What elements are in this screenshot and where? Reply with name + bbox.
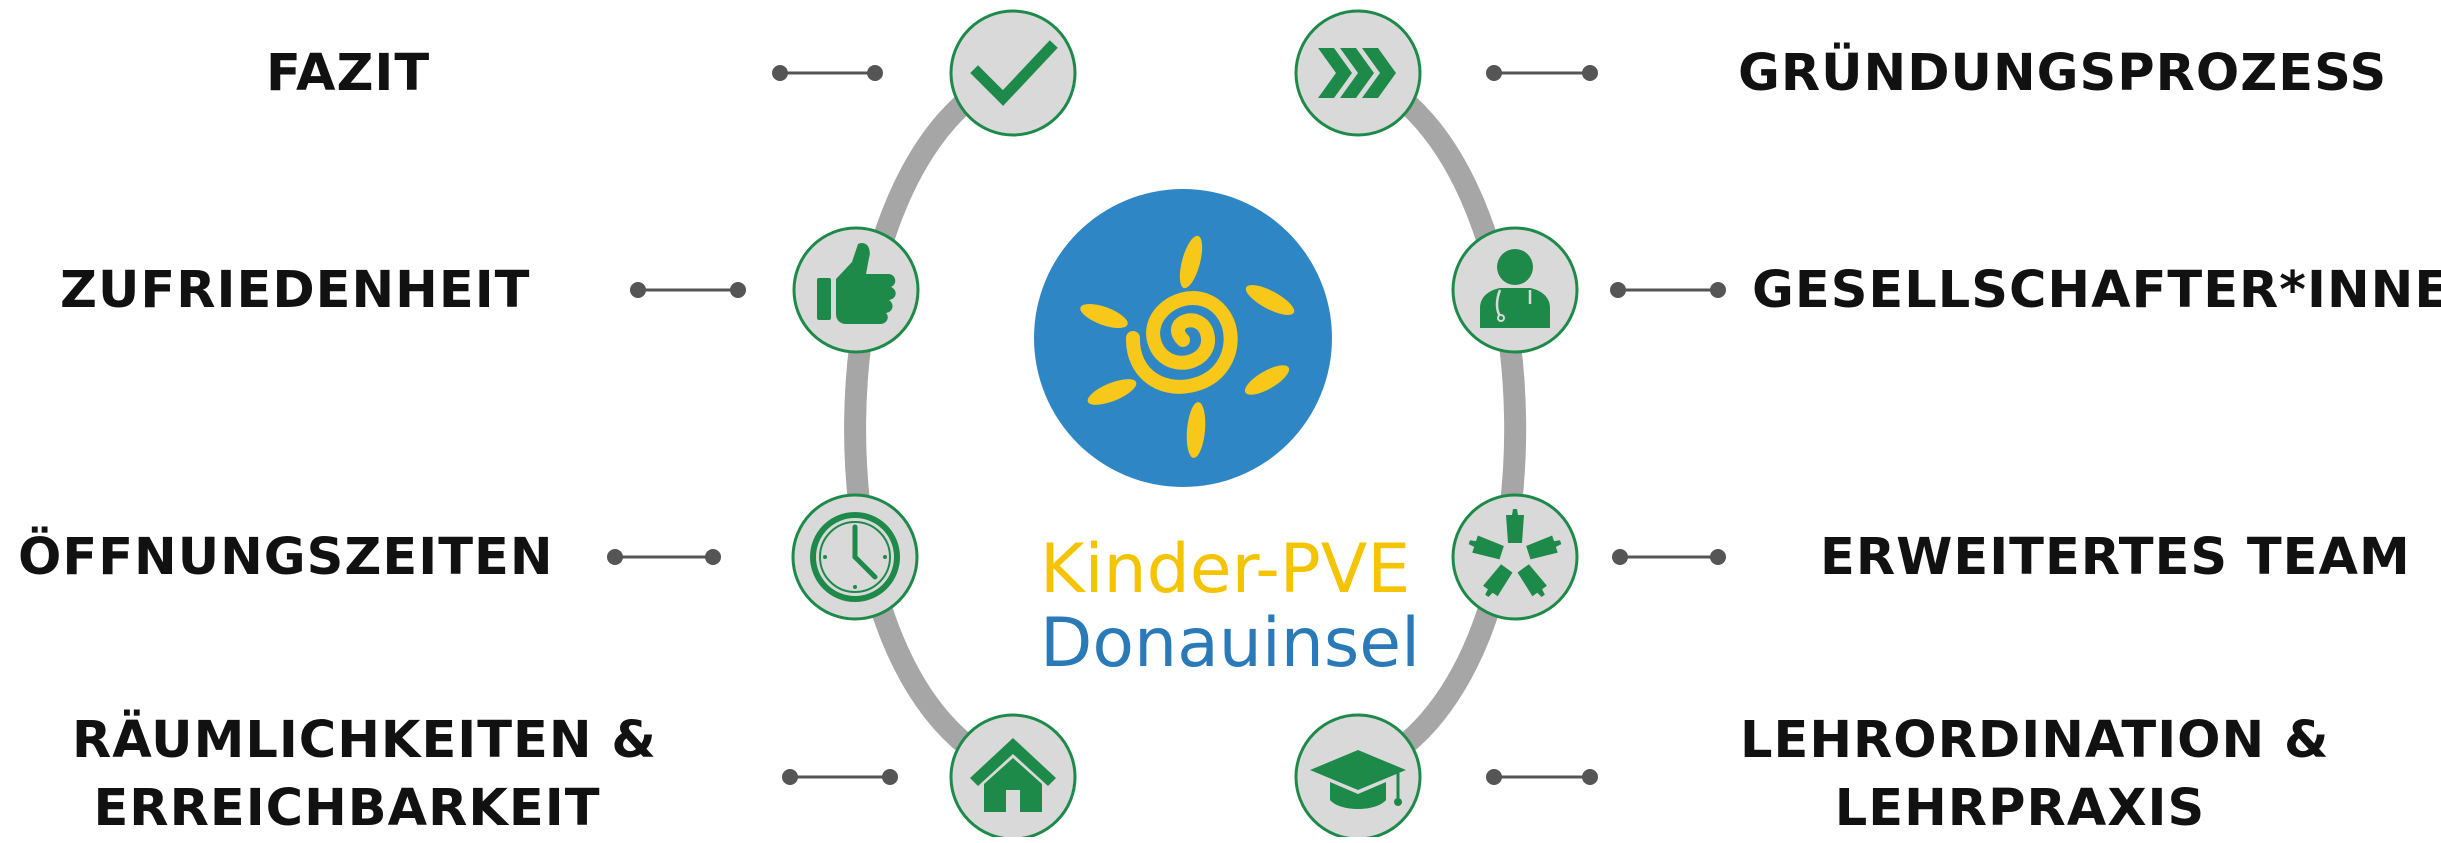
connector-erweitertes-team (1612, 549, 1726, 565)
label-zufriedenheit: ZUFRIEDENHEIT (60, 261, 531, 320)
checkmark-icon (970, 40, 1058, 106)
logo-sun (1034, 189, 1332, 487)
label-lehrordination: LEHRORDINATION & LEHRPRAXIS (1740, 707, 2330, 843)
node-oeffnungszeiten (791, 493, 919, 621)
connector-lehrordination (1486, 769, 1598, 785)
connector-oeffnungszeiten (607, 549, 721, 565)
clock-icon (810, 512, 900, 602)
chevrons-icon (1318, 48, 1396, 98)
logo-text-line1: Kinder-PVE (1040, 530, 1411, 609)
label-lehrordination-line2: LEHRPRAXIS (1834, 779, 2206, 838)
connector-gesellschafter (1610, 282, 1726, 298)
logo-text-line2: Donauinsel (1040, 604, 1420, 683)
label-raeumlichkeiten-line2: ERREICHBARKEIT (93, 779, 601, 838)
home-icon (970, 738, 1056, 812)
label-lehrordination-line1: LEHRORDINATION & (1740, 711, 2330, 770)
connector-zufriedenheit (630, 282, 746, 298)
node-zufriedenheit (792, 226, 920, 354)
node-erweitertes-team (1451, 493, 1579, 621)
node-raeumlichkeiten (949, 713, 1077, 837)
label-fazit: FAZIT (266, 44, 431, 103)
node-fazit (949, 9, 1077, 137)
connector-fazit (772, 65, 883, 81)
team-hands-icon (1468, 509, 1562, 598)
ring-left-arc (844, 62, 1018, 783)
label-gruendungsprozess: GRÜNDUNGSPROZESS (1738, 44, 2388, 103)
graduation-cap-icon (1310, 750, 1406, 809)
thumbs-up-icon (817, 242, 896, 324)
label-raeumlichkeiten-line1: RÄUMLICHKEITEN & (72, 711, 657, 770)
node-gesellschafter (1451, 226, 1579, 354)
node-gruendungsprozess (1294, 9, 1422, 137)
label-gesellschafter: GESELLSCHAFTER*INNEN (1752, 261, 2441, 320)
label-raeumlichkeiten: RÄUMLICHKEITEN & ERREICHBARKEIT (72, 707, 657, 843)
label-erweitertes-team: ERWEITERTES TEAM (1820, 528, 2411, 587)
connector-raeumlichkeiten (782, 769, 898, 785)
ring-right-arc (1353, 62, 1527, 783)
node-lehrordination (1294, 713, 1422, 837)
connector-gruendungsprozess (1486, 65, 1598, 81)
doctor-icon (1480, 249, 1550, 328)
label-oeffnungszeiten: ÖFFNUNGSZEITEN (18, 528, 554, 587)
